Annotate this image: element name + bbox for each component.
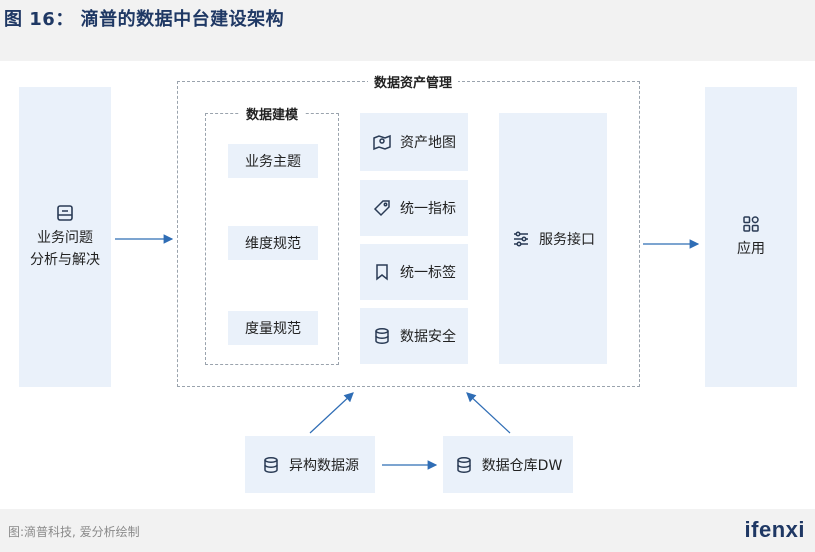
application-label: 应用 [737,241,765,257]
brand-logo: ifenxi [744,517,805,542]
asset-item-unified-metrics: 统一指标 [360,180,468,236]
book-icon [55,203,75,223]
modeling-item-dimension-spec: 维度规范 [228,226,318,260]
service-interface-box: 服务接口 [499,113,607,364]
data-warehouse-label: 数据仓库DW [481,457,563,474]
business-problem-box: 业务问题 分析与解决 [19,87,111,387]
asset-management-label: 数据资产管理 [368,72,459,91]
heterogeneous-source-label: 异构数据源 [289,457,359,474]
application-box: 应用 [705,87,797,387]
database-icon [454,455,474,475]
asset-item-unified-metrics-label: 统一指标 [400,201,456,217]
asset-item-data-security-label: 数据安全 [400,329,456,345]
business-problem-line2: 分析与解决 [30,252,100,268]
sliders-icon [511,229,531,249]
heterogeneous-source-box: 异构数据源 [245,436,375,493]
modeling-item-business-topic: 业务主题 [228,144,318,178]
source-note: 图:滴普科技, 爱分析绘制 [8,525,140,539]
asset-item-map-label: 资产地图 [400,135,456,151]
apps-grid-icon [741,214,761,234]
map-pin-icon [372,132,392,152]
data-warehouse-box: 数据仓库DW [443,436,573,493]
asset-item-unified-tags: 统一标签 [360,244,468,300]
bookmark-icon [372,262,392,282]
business-problem-line1: 业务问题 [37,230,93,246]
database-icon [261,455,281,475]
page-title: 图 16： 滴普的数据中台建设架构 [4,9,285,30]
data-modeling-label: 数据建模 [240,104,305,123]
modeling-item-measure-spec: 度量规范 [228,311,318,345]
service-interface-label: 服务接口 [539,231,595,248]
database-icon [372,326,392,346]
asset-item-data-security: 数据安全 [360,308,468,364]
footer: 图:滴普科技, 爱分析绘制 ifenxi [0,509,815,552]
asset-item-map: 资产地图 [360,113,468,171]
tag-icon [372,198,392,218]
asset-item-unified-tags-label: 统一标签 [400,265,456,281]
